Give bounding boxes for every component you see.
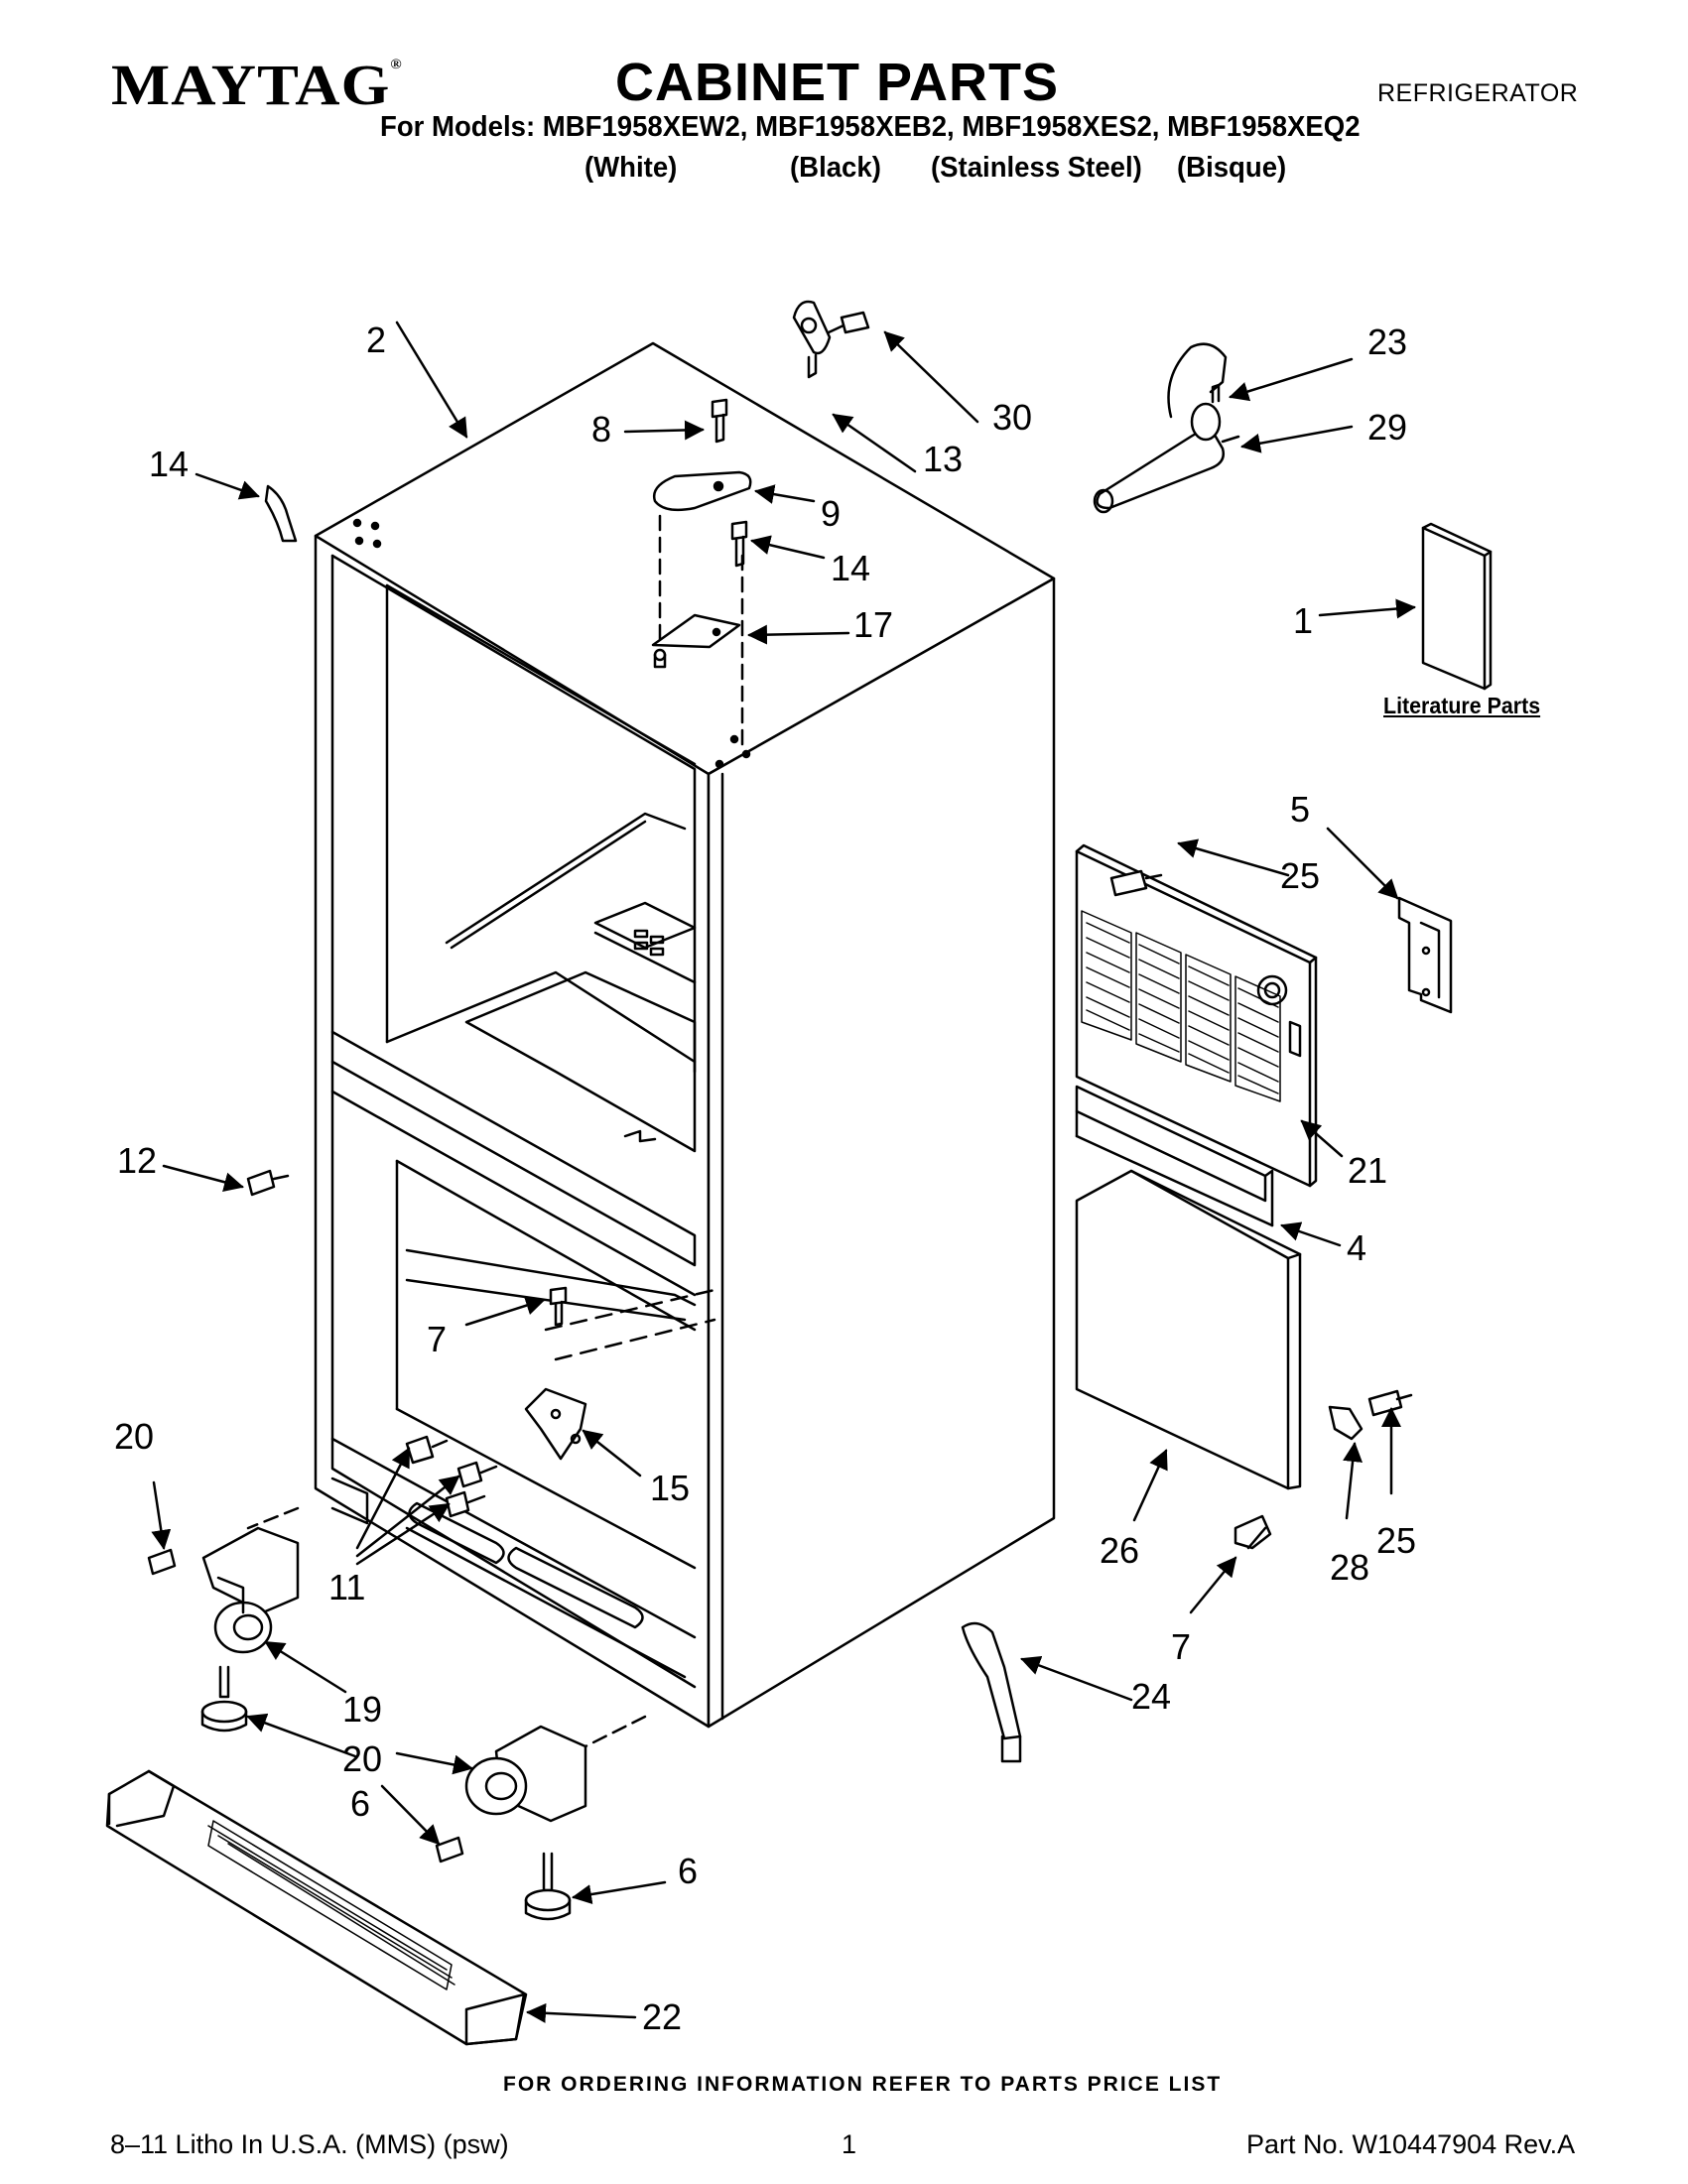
callout: 24 xyxy=(1131,1676,1171,1717)
callout: 2 xyxy=(366,320,386,360)
callout: 6 xyxy=(350,1783,370,1824)
callout: 7 xyxy=(1171,1626,1191,1667)
leader-arrows xyxy=(151,321,1416,2023)
callout: 28 xyxy=(1330,1547,1369,1588)
ordering-note: FOR ORDERING INFORMATION REFER TO PARTS … xyxy=(503,2073,1223,2096)
clip-part xyxy=(1397,896,1453,1014)
callout: 29 xyxy=(1367,407,1407,448)
page-title: CABINET PARTS xyxy=(615,53,1060,112)
callout: 11 xyxy=(328,1567,365,1607)
color-bisque: (Bisque) xyxy=(1177,152,1287,184)
callout: 7 xyxy=(427,1319,447,1359)
callout: 20 xyxy=(342,1738,382,1779)
model-list: For Models: MBF1958XEW2, MBF1958XEB2, MB… xyxy=(380,111,1361,143)
callout: 6 xyxy=(678,1851,698,1891)
callout: 14 xyxy=(831,548,870,588)
appliance-type: REFRIGERATOR xyxy=(1377,79,1579,107)
callout: 1 xyxy=(1293,600,1313,641)
brand-logo: MAYTAG® xyxy=(111,53,403,117)
callout: 26 xyxy=(1100,1530,1139,1571)
water-valve-part xyxy=(1093,342,1240,514)
color-stainless: (Stainless Steel) xyxy=(931,152,1142,184)
callout: 22 xyxy=(642,1996,682,2037)
rear-grille-panel xyxy=(1075,843,1318,1188)
callout: 5 xyxy=(1290,789,1310,830)
small-right-parts xyxy=(961,869,1413,1763)
color-black: (Black) xyxy=(790,152,881,184)
part-number: Part No. W10447904 Rev.A xyxy=(1246,2129,1576,2159)
literature-parts-label: Literature Parts xyxy=(1383,693,1541,718)
callout: 12 xyxy=(117,1140,157,1181)
callout: 17 xyxy=(853,604,893,645)
callout: 9 xyxy=(821,493,841,534)
callout: 25 xyxy=(1376,1520,1416,1561)
callout-numbers: 2 14 8 9 14 17 13 30 23 29 1 5 25 21 4 2… xyxy=(114,320,1416,2037)
rollers-and-grille xyxy=(105,1506,647,2046)
callout: 14 xyxy=(149,444,189,484)
page-number: 1 xyxy=(842,2129,857,2159)
callout: 20 xyxy=(114,1416,154,1457)
callout: 19 xyxy=(342,1689,382,1730)
screws-and-brackets xyxy=(246,1169,587,1518)
toe-strip-and-panel xyxy=(1075,1085,1302,1490)
print-info: 8–11 Litho In U.S.A. (MMS) (psw) xyxy=(110,2129,509,2159)
callout: 25 xyxy=(1280,855,1320,896)
cabinet-illustration xyxy=(314,341,1056,1729)
color-white: (White) xyxy=(584,152,678,184)
callout: 13 xyxy=(923,439,963,479)
callout: 23 xyxy=(1367,321,1407,362)
callout: 21 xyxy=(1348,1150,1387,1191)
literature-booklet xyxy=(1421,522,1493,691)
top-hinge-assembly xyxy=(264,300,870,669)
callout: 15 xyxy=(650,1468,690,1508)
callout: 8 xyxy=(591,409,611,450)
callout: 4 xyxy=(1347,1227,1366,1268)
callout: 30 xyxy=(992,397,1032,438)
